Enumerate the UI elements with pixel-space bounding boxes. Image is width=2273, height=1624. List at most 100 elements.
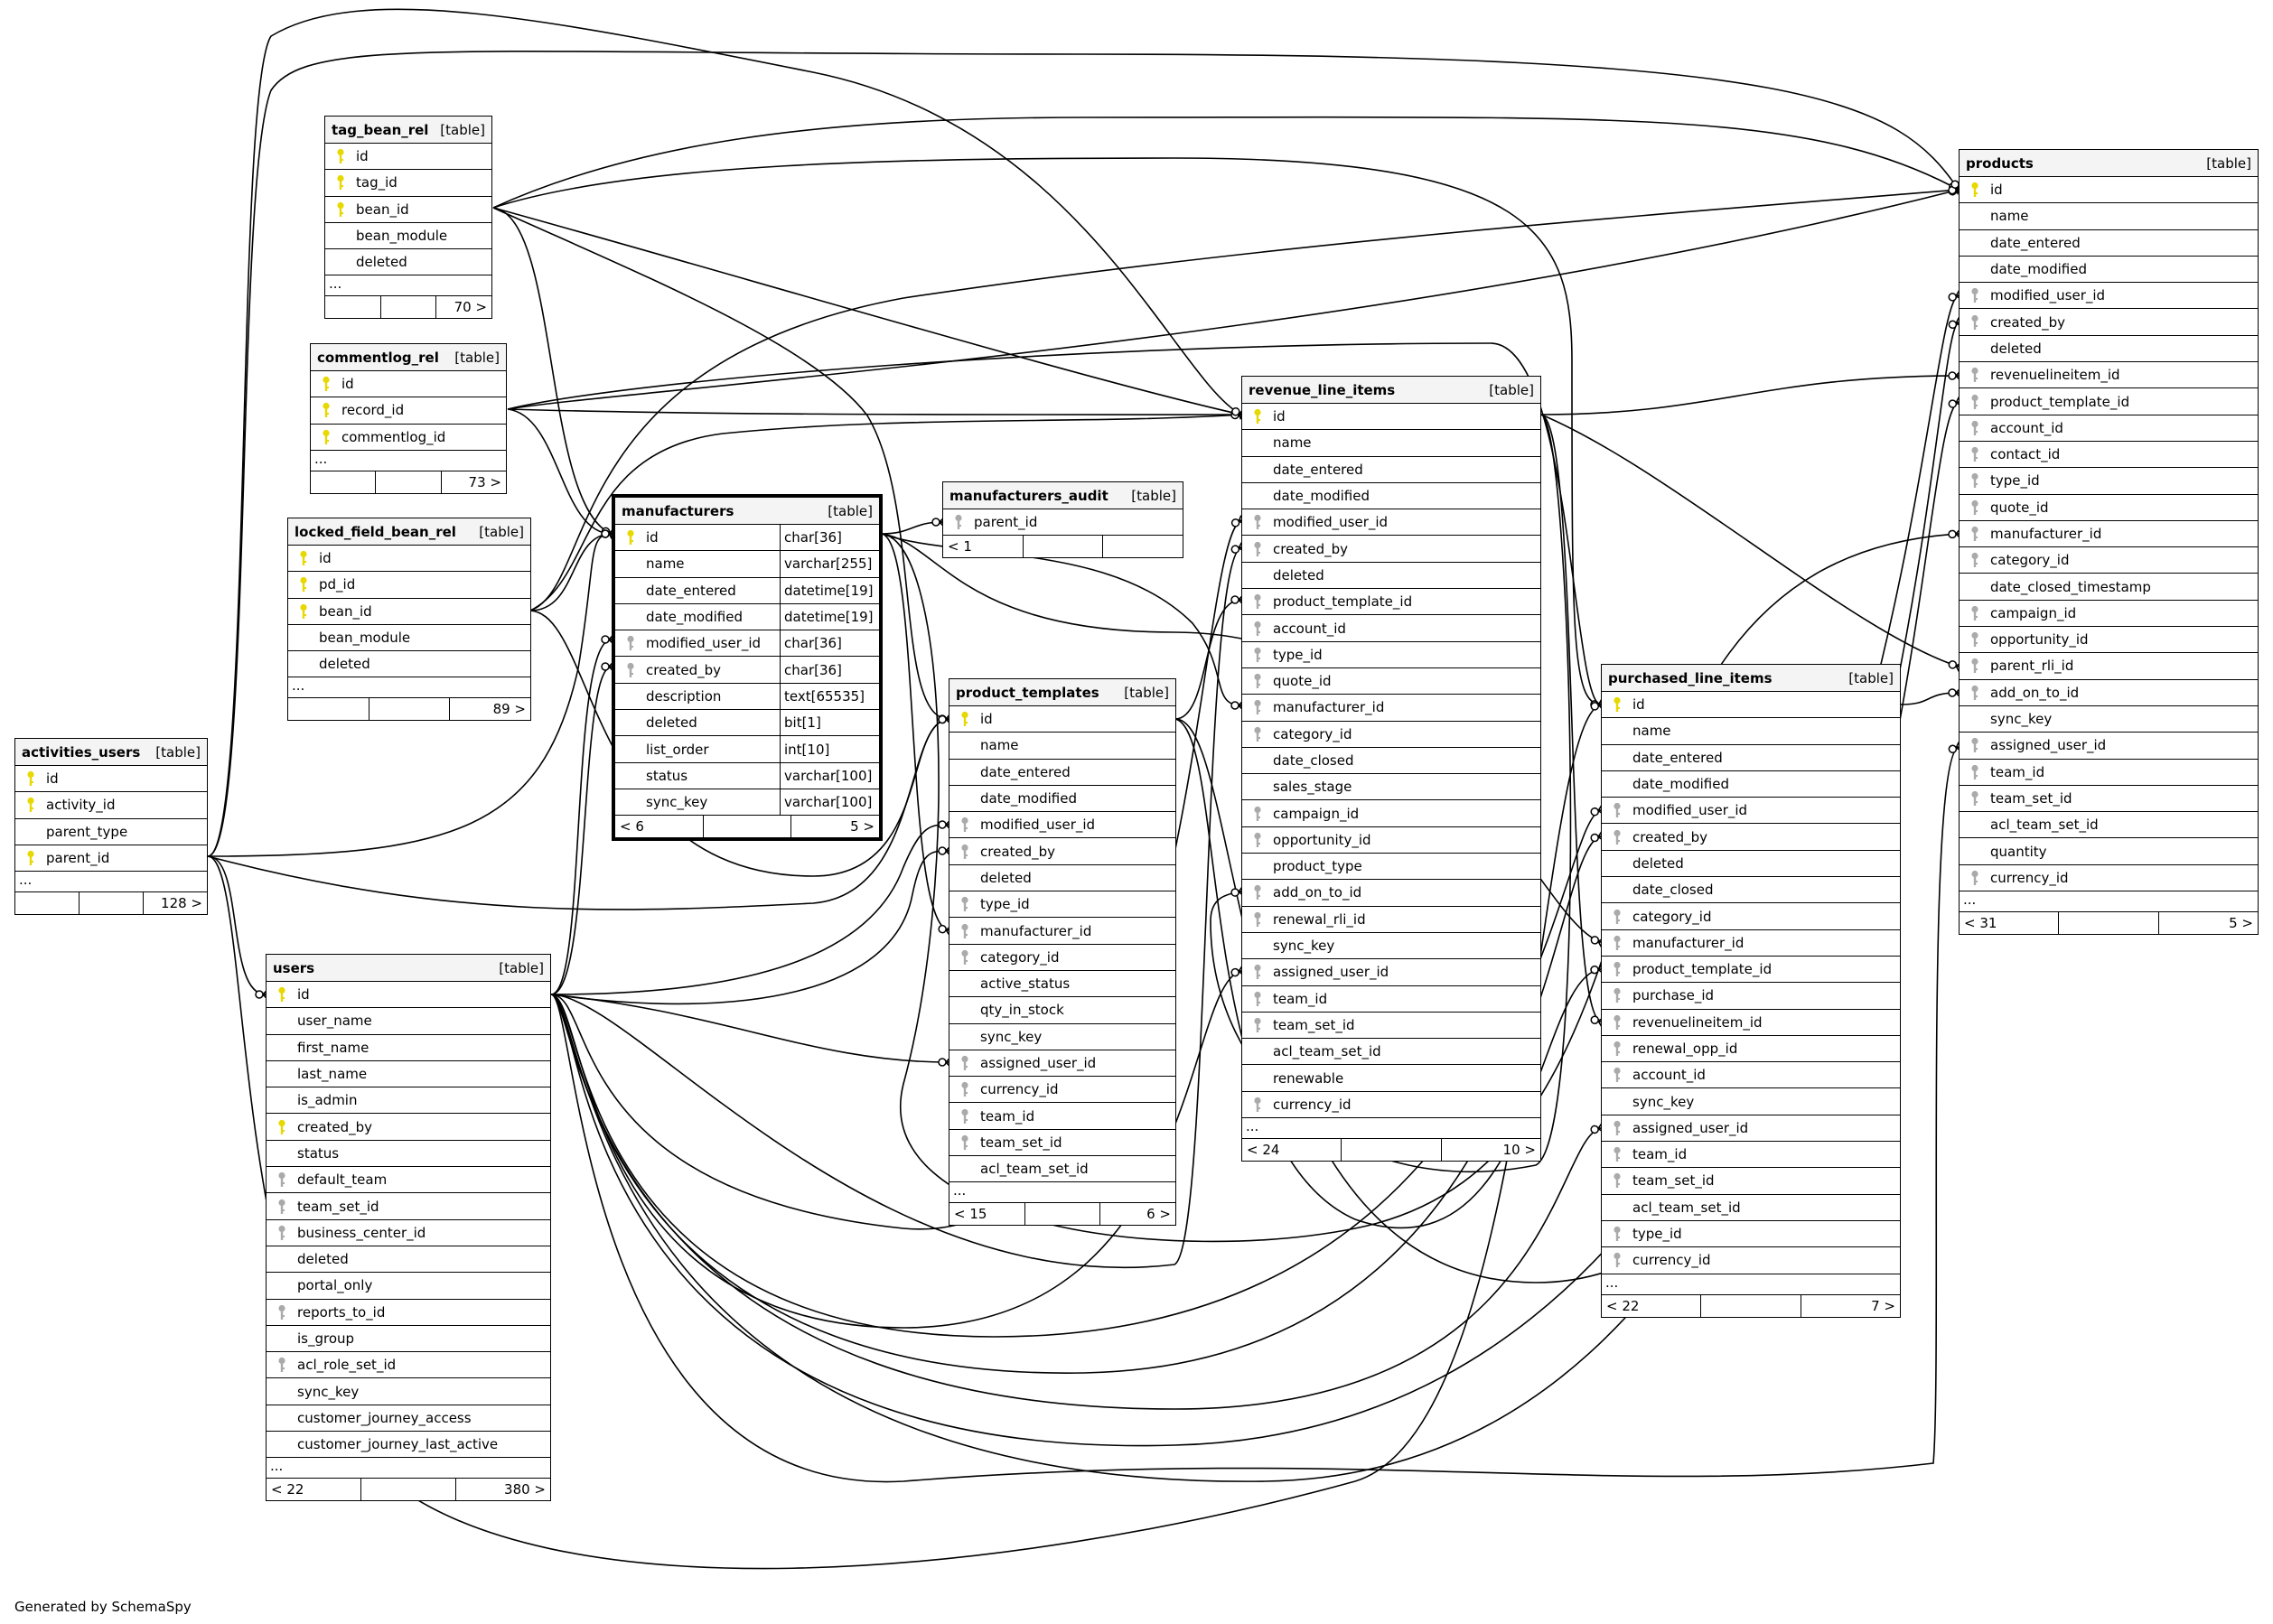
column-row[interactable]: assigned_user_id <box>949 1050 1175 1078</box>
column-name[interactable]: quote_id <box>1990 499 2049 516</box>
parents-count[interactable]: < 15 <box>954 1206 987 1223</box>
column-name[interactable]: assigned_user_id <box>1273 964 1389 981</box>
parents-count[interactable]: < 24 <box>1247 1142 1280 1159</box>
column-name[interactable]: id <box>341 376 354 393</box>
column-row[interactable]: renewable <box>1242 1065 1540 1092</box>
column-row[interactable]: team_id <box>1242 986 1540 1013</box>
column-name[interactable]: last_name <box>297 1066 368 1083</box>
column-name[interactable]: product_template_id <box>1632 961 1773 978</box>
column-name[interactable]: acl_team_set_id <box>1990 817 2099 834</box>
column-name[interactable]: campaign_id <box>1273 805 1360 822</box>
column-row[interactable]: currency_id <box>1960 865 2258 892</box>
column-name[interactable]: date_modified <box>646 609 743 626</box>
column-row[interactable]: date_modified <box>1242 483 1540 510</box>
children-count[interactable]: 73 > <box>440 471 506 493</box>
column-name[interactable]: deleted <box>1632 854 1684 872</box>
column-row[interactable]: acl_role_set_id <box>267 1352 550 1379</box>
column-name[interactable]: date_entered <box>1990 234 2081 251</box>
column-row[interactable]: reports_to_id <box>267 1300 550 1326</box>
table-header[interactable]: commentlog_rel[table] <box>311 344 506 371</box>
column-row[interactable]: user_name <box>267 1008 550 1035</box>
column-name[interactable]: active_status <box>980 975 1071 993</box>
column-name[interactable]: date_closed <box>1273 752 1354 769</box>
column-name[interactable]: modified_user_id <box>1273 514 1389 531</box>
column-row[interactable]: add_on_to_id <box>1960 680 2258 706</box>
column-row[interactable]: default_team <box>267 1167 550 1194</box>
column-name[interactable]: created_by <box>297 1118 373 1135</box>
column-row[interactable]: manufacturer_id <box>949 918 1175 945</box>
column-row[interactable]: bean_module <box>288 625 530 652</box>
column-name[interactable]: add_on_to_id <box>1990 684 2080 701</box>
column-row[interactable]: team_set_id <box>949 1130 1175 1157</box>
column-row[interactable]: renewal_rli_id <box>1242 907 1540 933</box>
table-title[interactable]: revenue_line_items <box>1249 381 1396 398</box>
column-name[interactable]: parent_type <box>46 823 128 840</box>
table-header[interactable]: activities_users[table] <box>15 739 207 766</box>
parents-count[interactable]: < 31 <box>1964 915 1997 932</box>
column-row[interactable]: modified_user_id <box>1242 509 1540 537</box>
column-name[interactable]: date_entered <box>646 582 736 599</box>
column-name[interactable]: business_center_id <box>297 1224 426 1241</box>
column-row[interactable]: team_set_id <box>267 1193 550 1220</box>
column-row[interactable]: name <box>1960 203 2258 230</box>
column-row[interactable]: team_id <box>1960 760 2258 786</box>
table-header[interactable]: purchased_line_items[table] <box>1602 665 1900 692</box>
column-name[interactable]: commentlog_id <box>341 428 446 445</box>
column-row[interactable]: date_modified <box>949 786 1175 813</box>
more-columns-indicator[interactable]: ... <box>15 872 207 893</box>
column-name[interactable]: quote_id <box>1273 673 1332 690</box>
column-row[interactable]: account_id <box>1960 415 2258 442</box>
column-name[interactable]: deleted <box>297 1251 349 1268</box>
column-name[interactable]: category_id <box>1273 725 1352 742</box>
table-title[interactable]: manufacturers_audit <box>949 487 1108 504</box>
column-name[interactable]: id <box>356 148 369 165</box>
column-row[interactable]: acl_team_set_id <box>1960 812 2258 839</box>
column-name[interactable]: date_modified <box>1990 261 2087 278</box>
column-row[interactable]: record_id <box>311 397 506 425</box>
column-name[interactable]: category_id <box>1632 908 1712 925</box>
column-name[interactable]: opportunity_id <box>1273 831 1371 848</box>
column-name[interactable]: currency_id <box>1273 1096 1352 1113</box>
table-commentlog-rel[interactable]: commentlog_rel[table]id record_id commentl… <box>310 343 507 494</box>
column-row[interactable]: product_template_id <box>1602 957 1900 984</box>
column-name[interactable]: name <box>1632 723 1671 740</box>
column-row[interactable]: created_by <box>1602 824 1900 851</box>
column-name[interactable]: acl_role_set_id <box>297 1357 397 1374</box>
table-title[interactable]: purchased_line_items <box>1608 669 1773 686</box>
table-header[interactable]: revenue_line_items[table] <box>1242 377 1540 404</box>
column-row[interactable]: acl_team_set_id <box>949 1156 1175 1183</box>
column-row[interactable]: category_id <box>949 945 1175 971</box>
column-row[interactable]: is_admin <box>267 1087 550 1115</box>
column-row[interactable]: name <box>1242 430 1540 457</box>
column-name[interactable]: list_order <box>646 741 709 758</box>
column-row[interactable]: deleted <box>1960 336 2258 363</box>
column-name[interactable]: team_id <box>980 1107 1035 1125</box>
table-header[interactable]: products[table] <box>1960 150 2258 177</box>
column-row[interactable]: parent_id <box>15 845 207 873</box>
column-name[interactable]: manufacturer_id <box>1990 526 2102 542</box>
column-row[interactable]: portal_only <box>267 1273 550 1300</box>
column-name[interactable]: is_group <box>297 1330 355 1347</box>
column-row[interactable]: campaign_id <box>1242 800 1540 827</box>
column-name[interactable]: status <box>646 767 688 784</box>
column-name[interactable]: created_by <box>980 843 1056 860</box>
column-name[interactable]: date_closed_timestamp <box>1990 578 2151 595</box>
column-name[interactable]: first_name <box>297 1039 369 1056</box>
column-row[interactable]: date_entered <box>1242 457 1540 483</box>
column-row[interactable]: category_id <box>1242 722 1540 748</box>
column-name[interactable]: account_id <box>1632 1067 1706 1084</box>
more-columns-indicator[interactable]: ... <box>949 1182 1175 1204</box>
more-columns-indicator[interactable]: ... <box>1960 891 2258 913</box>
column-row[interactable]: team_set_id <box>1242 1013 1540 1040</box>
column-row[interactable]: customer_journey_last_active <box>267 1432 550 1459</box>
column-row[interactable]: pd_id <box>288 572 530 599</box>
column-row[interactable]: sync_key <box>949 1024 1175 1050</box>
table-title[interactable]: users <box>273 959 315 976</box>
column-name[interactable]: acl_team_set_id <box>1632 1199 1741 1216</box>
column-row[interactable]: contact_id <box>1960 442 2258 469</box>
